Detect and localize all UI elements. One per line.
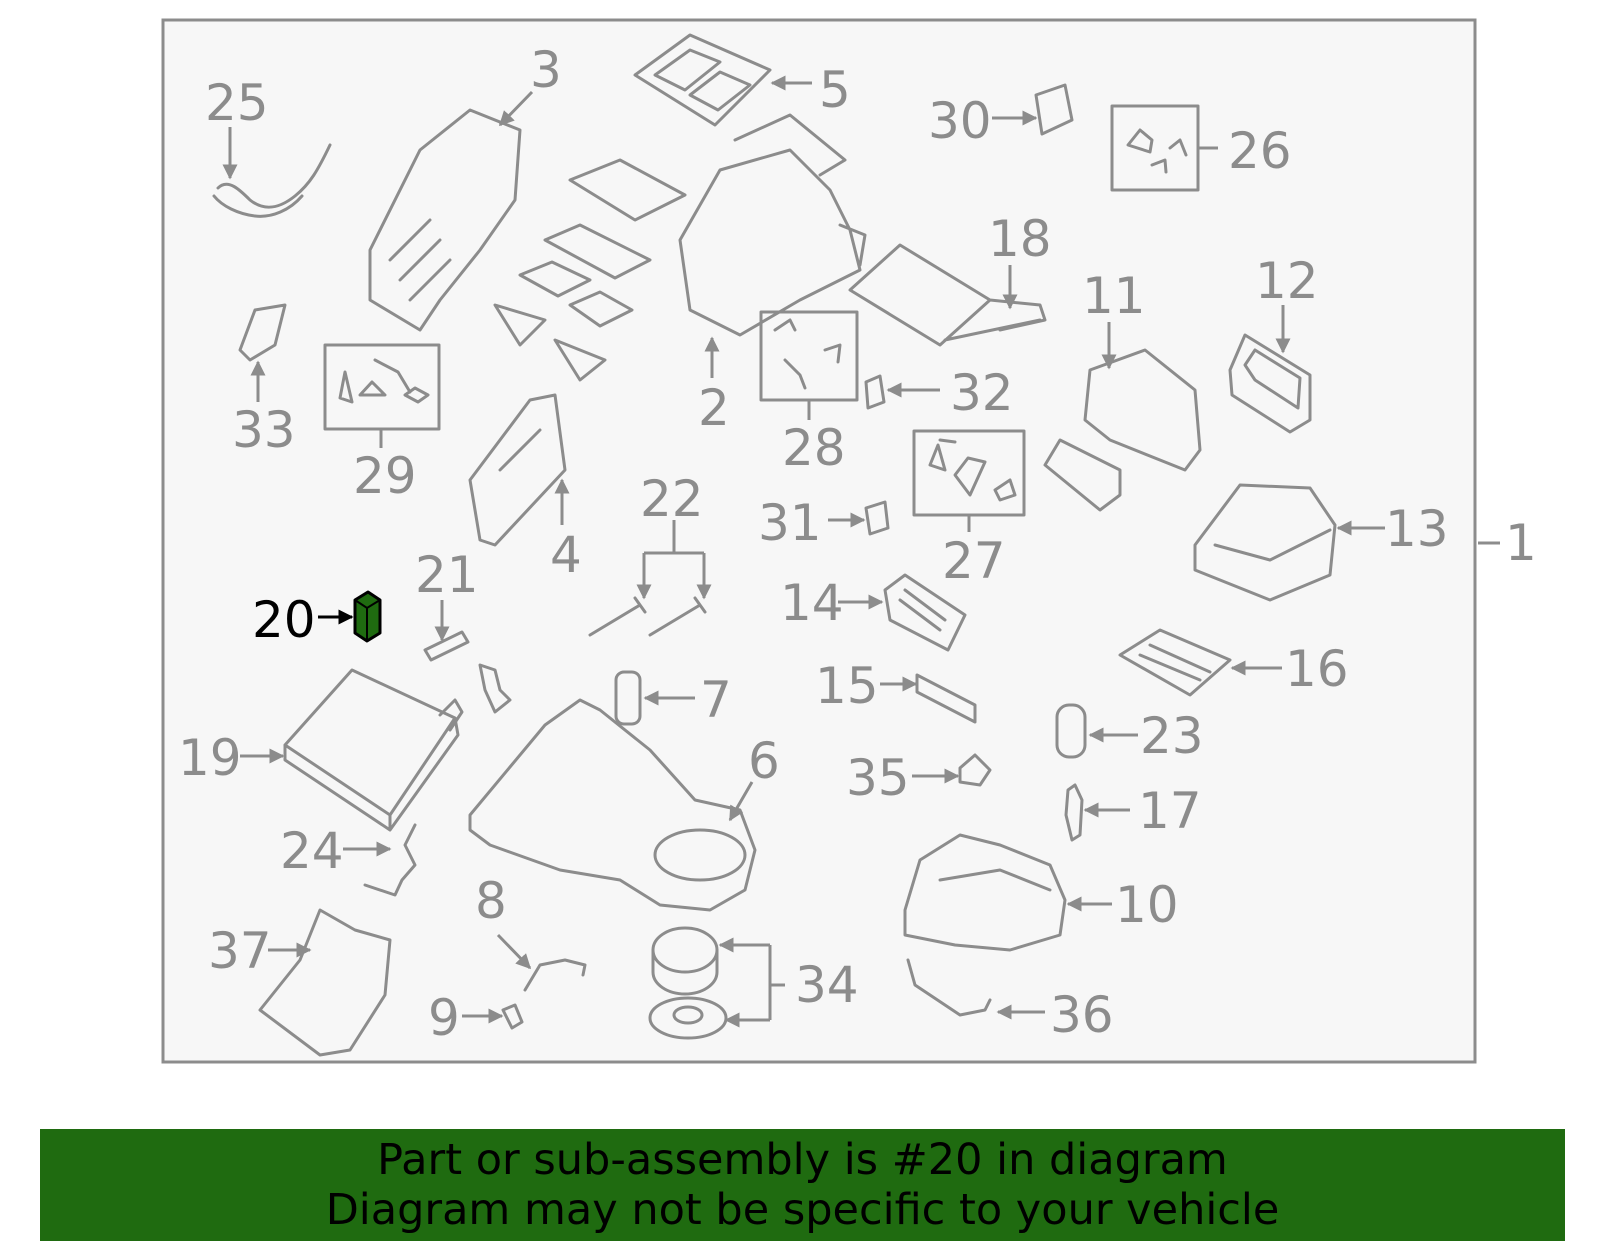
callout-25: 25 xyxy=(205,74,269,132)
callout-14: 14 xyxy=(780,574,844,632)
part-4-panel xyxy=(468,393,567,547)
callout-7: 7 xyxy=(700,671,732,729)
callout-5: 5 xyxy=(819,61,851,119)
part-6-case xyxy=(468,698,757,912)
part-29-contents xyxy=(338,358,430,404)
part-14-filter xyxy=(883,573,967,652)
part-34-fan-sides xyxy=(651,948,719,996)
part-27-contents xyxy=(928,438,1017,502)
part-11-housing xyxy=(1083,348,1202,472)
part-25-hose xyxy=(212,143,332,218)
callout-32: 32 xyxy=(950,364,1014,422)
leader-22 xyxy=(642,520,706,595)
callout-13: 13 xyxy=(1385,500,1449,558)
part-plate-c xyxy=(518,260,634,328)
part-shapes xyxy=(212,33,1337,1057)
callout-2: 2 xyxy=(698,379,730,437)
part-34-motor-hub xyxy=(672,1005,704,1025)
part-5-cover xyxy=(633,33,772,127)
leader-34 xyxy=(722,943,785,1022)
part-10-housing xyxy=(903,833,1067,952)
part-36-harness xyxy=(906,958,992,1017)
callout-9: 9 xyxy=(428,989,460,1047)
callout-15: 15 xyxy=(815,657,879,715)
leader-8 xyxy=(496,933,532,970)
part-31-clip xyxy=(864,500,890,536)
part-6-blower-ring xyxy=(653,828,747,882)
footer-banner: Part or sub-assembly is #20 in diagram D… xyxy=(40,1129,1565,1241)
callout-12: 12 xyxy=(1255,252,1319,310)
callout-6: 6 xyxy=(748,732,780,790)
part-11-seal xyxy=(1043,438,1122,512)
callout-26: 26 xyxy=(1228,122,1292,180)
part-24-harness xyxy=(363,823,417,897)
callout-4: 4 xyxy=(550,526,582,584)
callout-34: 34 xyxy=(795,956,859,1014)
callout-21: 21 xyxy=(415,546,479,604)
part-vents xyxy=(493,303,607,382)
part-28-contents xyxy=(773,318,842,390)
part-21-bracket xyxy=(478,663,512,714)
callout-24: 24 xyxy=(280,822,344,880)
part-13-housing xyxy=(1193,483,1337,602)
footer-line-1: Part or sub-assembly is #20 in diagram xyxy=(377,1135,1228,1185)
part-plate-a xyxy=(568,158,687,222)
footer-line-2: Diagram may not be specific to your vehi… xyxy=(325,1185,1280,1235)
callout-33: 33 xyxy=(232,401,296,459)
part-17-gasket xyxy=(1064,783,1084,842)
part-20-edge xyxy=(354,599,381,641)
part-29-box xyxy=(323,343,441,431)
callout-18: 18 xyxy=(988,210,1052,268)
part-26-contents xyxy=(1126,128,1188,174)
part-plate-b xyxy=(543,223,652,280)
callout-36: 36 xyxy=(1050,986,1114,1044)
part-23-seal xyxy=(1055,703,1087,759)
callout-23: 23 xyxy=(1140,707,1204,765)
callout-3: 3 xyxy=(530,41,562,99)
callout-19: 19 xyxy=(178,729,242,787)
part-16-grille xyxy=(1118,628,1232,697)
part-7-seal xyxy=(614,670,642,726)
part-33-seal xyxy=(238,303,287,362)
callout-28: 28 xyxy=(782,419,846,477)
part-32-clip xyxy=(864,374,886,410)
callout-labels: 25 3 5 30 26 18 11 12 2 32 28 29 33 4 27… xyxy=(178,41,1537,1047)
callout-29: 29 xyxy=(353,447,417,505)
part-3-duct xyxy=(368,108,522,332)
leader-6 xyxy=(728,781,754,822)
callout-27: 27 xyxy=(942,532,1006,590)
part-35-clip xyxy=(958,753,992,787)
leader-arrows xyxy=(222,75,1500,1028)
callout-1: 1 xyxy=(1505,514,1537,572)
callout-10: 10 xyxy=(1115,876,1179,934)
callout-22: 22 xyxy=(640,470,704,528)
callout-11: 11 xyxy=(1082,267,1146,325)
callout-17: 17 xyxy=(1138,782,1202,840)
callout-31: 31 xyxy=(758,494,822,552)
part-2-case xyxy=(678,113,867,337)
leader-3 xyxy=(498,90,534,127)
callout-8: 8 xyxy=(475,872,507,930)
part-30-clip xyxy=(1034,83,1074,136)
part-19-pipes xyxy=(438,698,464,732)
callout-30: 30 xyxy=(928,92,992,150)
diagram-frame xyxy=(161,18,1477,1064)
part-8-harness xyxy=(523,958,587,992)
part-21-strip xyxy=(423,630,470,662)
callout-20: 20 xyxy=(252,591,316,649)
callout-16: 16 xyxy=(1285,640,1349,698)
part-12-frame xyxy=(1228,333,1312,434)
part-9-clip xyxy=(501,1003,524,1030)
callout-35: 35 xyxy=(846,749,910,807)
part-22-screws xyxy=(588,596,707,637)
callout-37: 37 xyxy=(208,922,272,980)
